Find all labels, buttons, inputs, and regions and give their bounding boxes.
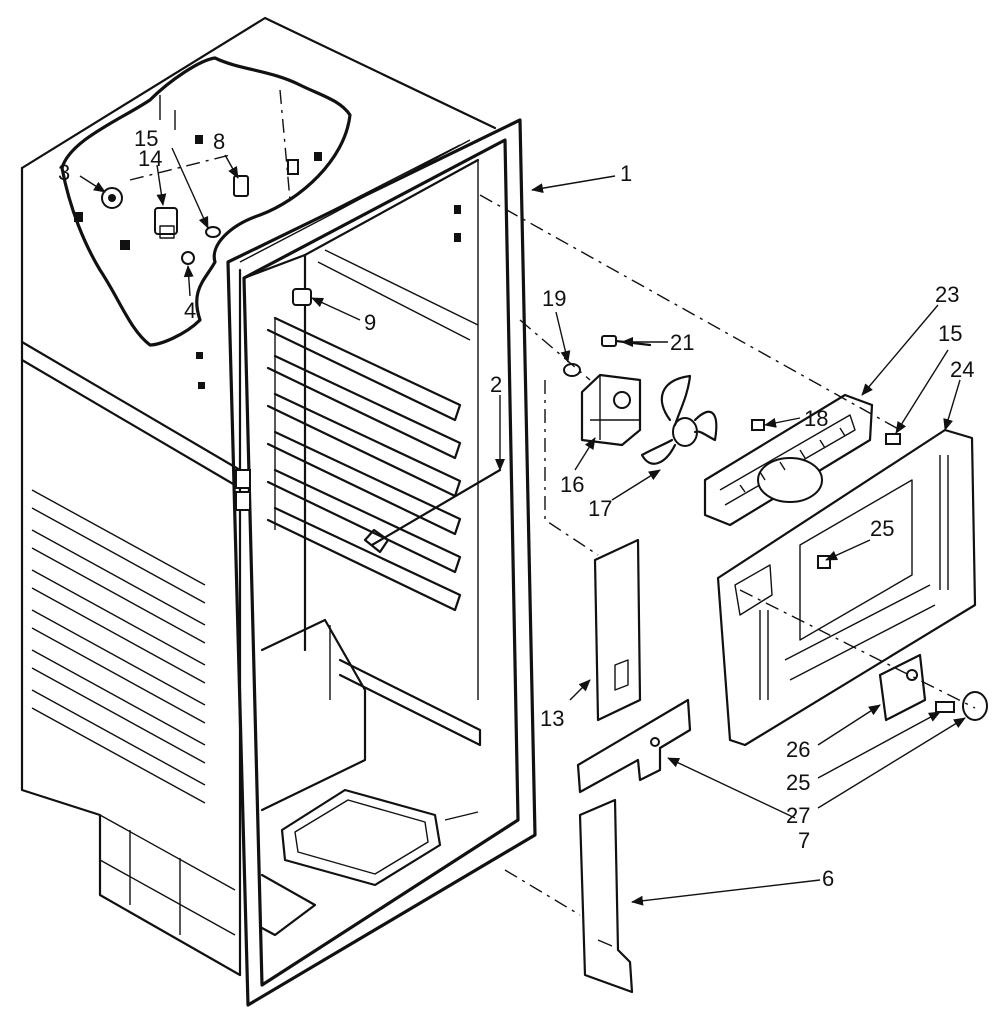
callout-1: 1 <box>620 161 632 186</box>
callout-25-top: 25 <box>870 516 894 541</box>
callout-7: 7 <box>798 828 810 853</box>
callout-3: 3 <box>58 160 70 185</box>
screw-icon <box>817 555 831 569</box>
callout-13: 13 <box>540 706 564 731</box>
callout-9: 9 <box>364 310 376 335</box>
callout-27: 27 <box>786 803 810 828</box>
callout-25-bottom: 25 <box>786 770 810 795</box>
callout-16: 16 <box>560 472 584 497</box>
callout-18: 18 <box>804 406 828 431</box>
callout-26: 26 <box>786 737 810 762</box>
knob-icon <box>962 691 988 721</box>
control-knob-icon <box>101 187 123 209</box>
air-damper-icon <box>576 698 692 794</box>
callout-19: 19 <box>542 286 566 311</box>
grommet-icon <box>563 363 581 377</box>
screw-icon <box>885 433 901 445</box>
washer-icon <box>181 251 195 265</box>
shelf-support-icon <box>363 468 502 554</box>
evaporator-cover-icon <box>716 428 977 747</box>
callout-8: 8 <box>213 129 225 154</box>
assembly-guide-lines <box>129 154 976 916</box>
callout-4: 4 <box>184 298 196 323</box>
damper-plate-icon <box>878 653 927 722</box>
thermostat-icon <box>154 207 178 239</box>
callout-15-right: 15 <box>938 321 962 346</box>
switch-icon <box>292 288 312 306</box>
fan-shroud-icon <box>703 393 874 527</box>
callout-21: 21 <box>670 330 694 355</box>
cabinet-top-cutaway <box>60 56 461 347</box>
screw-icon <box>205 226 221 238</box>
leader-arrows <box>79 147 966 906</box>
callout-14: 14 <box>138 146 162 171</box>
evaporator-fan-blade-icon <box>640 374 718 465</box>
callout-2: 2 <box>490 372 502 397</box>
bolt-icon <box>601 335 652 347</box>
screw-icon <box>751 419 765 431</box>
callout-15-top: 15 <box>134 126 158 151</box>
callout-17: 17 <box>588 496 612 521</box>
air-duct-icon <box>593 538 642 722</box>
screw-icon <box>935 701 955 713</box>
callout-6: 6 <box>822 866 834 891</box>
callout-24: 24 <box>950 357 974 382</box>
fan-motor-icon <box>580 373 642 447</box>
light-socket-icon <box>233 175 249 197</box>
callout-labels: 1 2 3 4 6 7 8 9 13 14 15 16 17 18 19 21 … <box>58 126 974 891</box>
callout-23: 23 <box>935 282 959 307</box>
duct-panel-icon <box>578 798 634 994</box>
refrigerator-cabinet-icon <box>20 16 537 1007</box>
